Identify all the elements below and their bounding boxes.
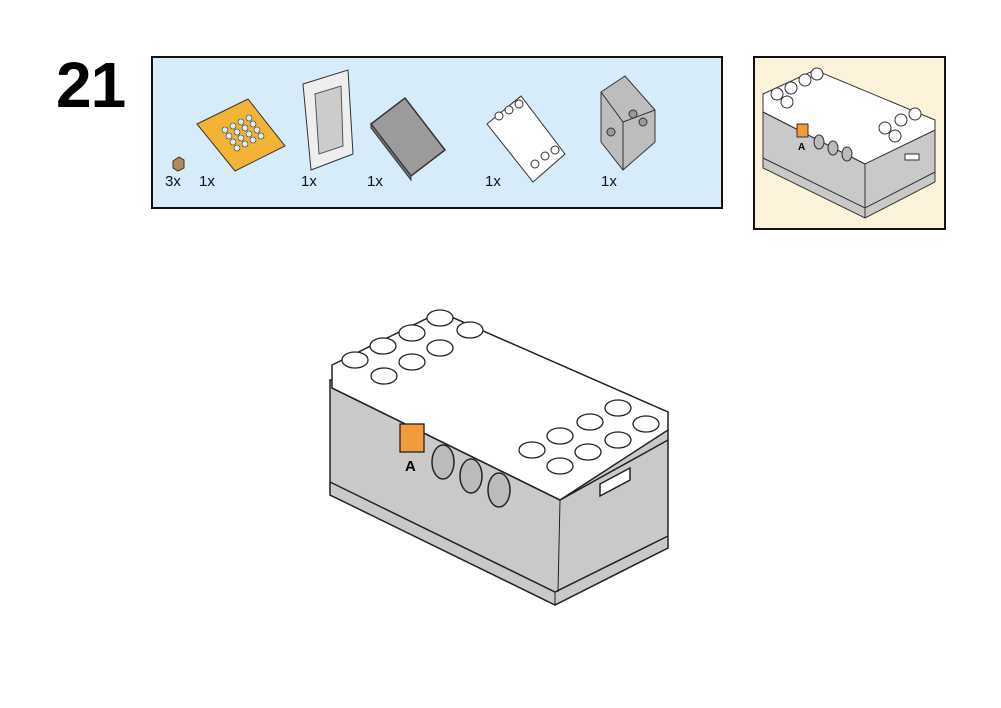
circuit-frame-icon: [302, 69, 354, 171]
port-icon: [399, 423, 425, 453]
port-label: A: [405, 458, 416, 475]
preview-hub-icon: [762, 67, 936, 219]
parts-list-panel: 3x 1x 1x 1x 1x 1x: [151, 56, 723, 209]
white-top-plate-icon: [486, 95, 566, 183]
step-result-preview: A: [753, 56, 946, 230]
part-quantity: 3x: [165, 173, 181, 190]
part-quantity: 1x: [601, 173, 617, 190]
port-label: A: [798, 142, 806, 153]
usb-port-icon: [599, 466, 631, 498]
step-number: 21: [56, 49, 126, 121]
part-quantity: 1x: [485, 173, 501, 190]
part-quantity: 1x: [301, 173, 317, 190]
port-hole-icons: [431, 444, 511, 508]
stud-icons: [341, 309, 660, 475]
orange-plate-icon: [196, 98, 286, 172]
gray-cover-icon: [369, 96, 447, 182]
small-clip-icon: [172, 156, 185, 172]
gray-housing-icon: [600, 75, 656, 171]
part-quantity: 1x: [199, 173, 215, 190]
hub-body: [329, 311, 669, 606]
part-quantity: 1x: [367, 173, 383, 190]
parts-illustrations: [172, 69, 656, 183]
